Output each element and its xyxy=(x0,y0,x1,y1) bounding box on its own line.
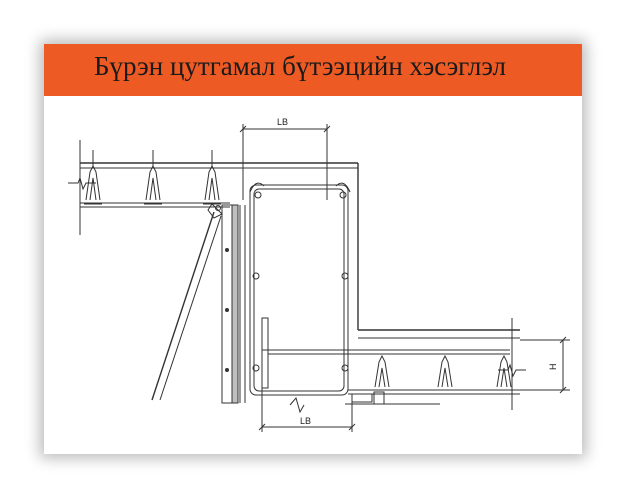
lower-slab xyxy=(345,318,526,410)
upper-slab xyxy=(68,140,358,235)
upper-joists xyxy=(84,150,221,205)
dimension-height-label: H xyxy=(548,364,558,371)
dimension-top-label: LB xyxy=(277,117,288,127)
beam-section xyxy=(249,163,520,396)
wall-formwork xyxy=(151,203,246,404)
title-banner: Бүрэн цутгамал бүтээцийн хэсэглэл xyxy=(44,44,582,96)
dimension-bottom-label: LB xyxy=(300,416,311,426)
dimension-height xyxy=(520,336,570,394)
slide-card: Бүрэн цутгамал бүтээцийн хэсэглэл xyxy=(44,44,582,454)
dimension-bottom xyxy=(258,385,356,432)
slide-title: Бүрэн цутгамал бүтээцийн хэсэглэл xyxy=(94,51,506,81)
dimension-top xyxy=(239,124,331,200)
